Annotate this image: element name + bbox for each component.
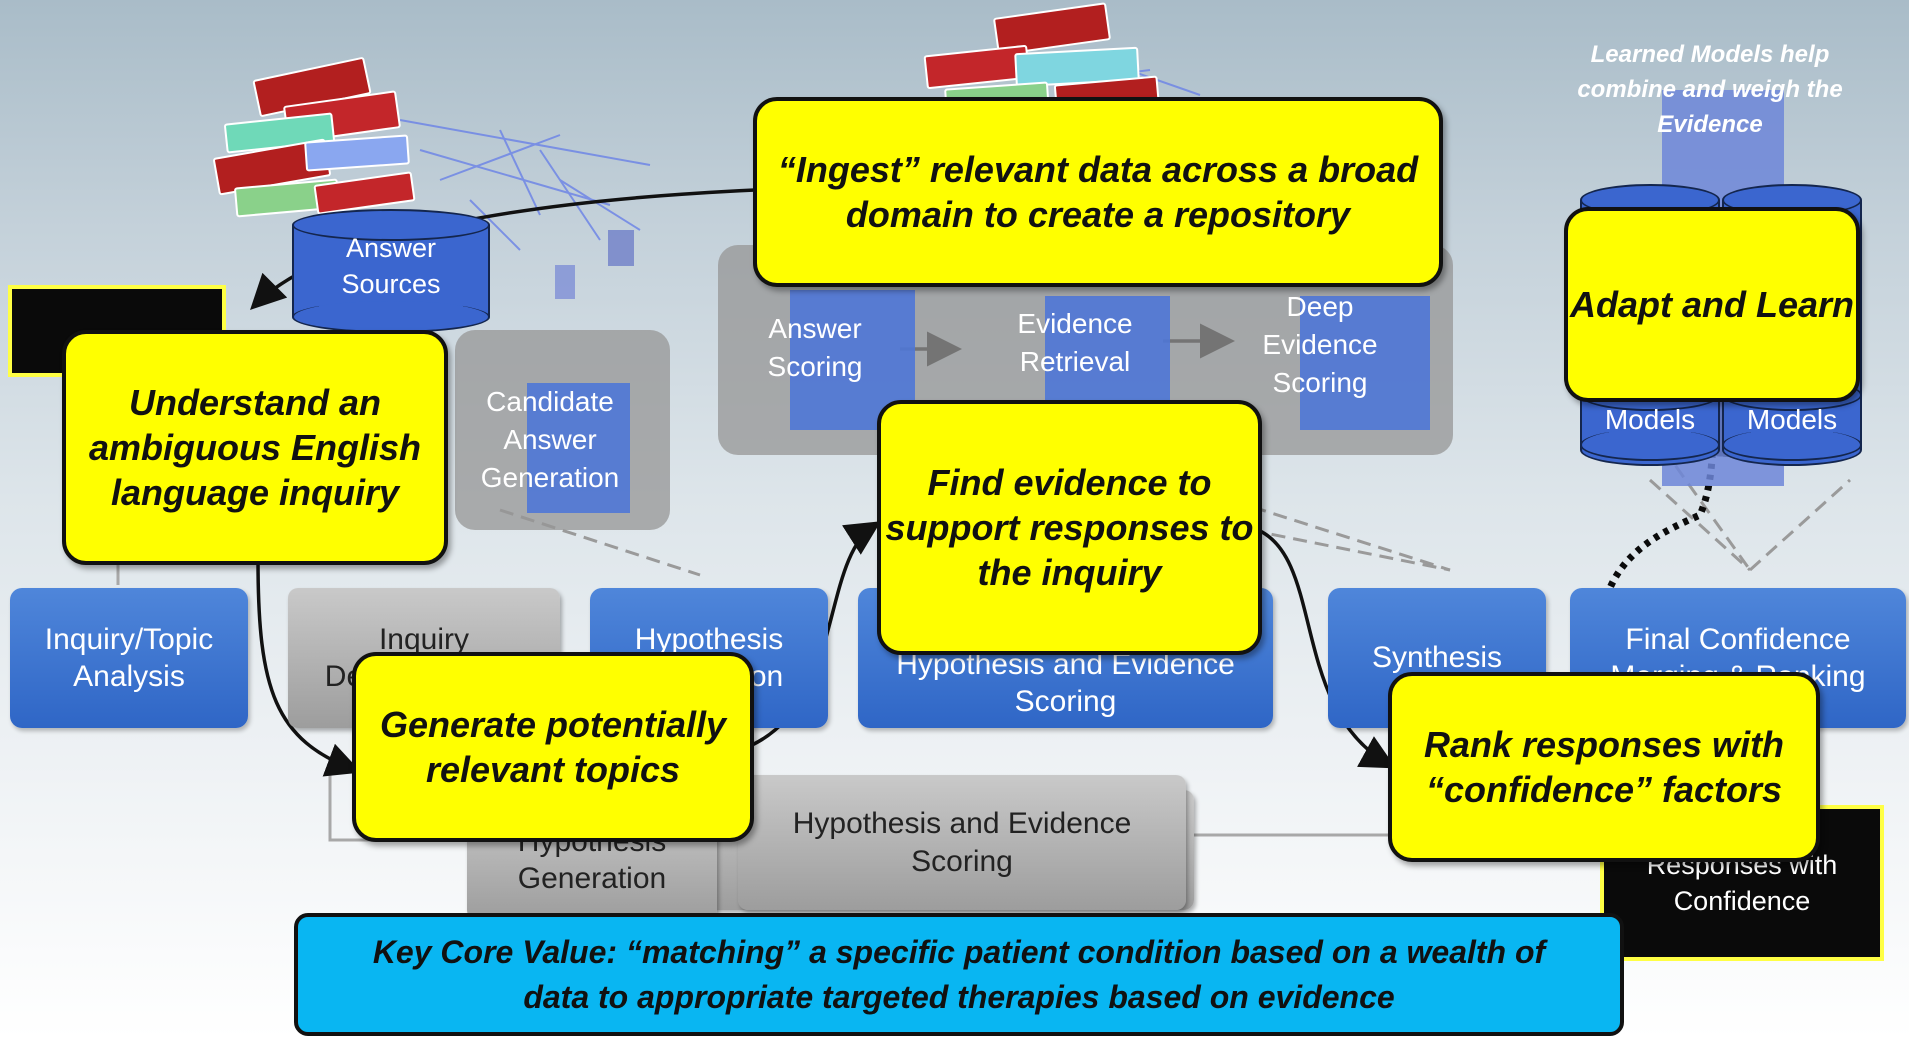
- key-core-value-box: Key Core Value: “matching” a specific pa…: [294, 913, 1624, 1036]
- models-database-1: Models: [1580, 379, 1720, 461]
- models-database-2: Models: [1722, 379, 1862, 461]
- key-core-value-text: Key Core Value: “matching” a specific pa…: [372, 933, 1546, 1015]
- callout-understand: Understand an ambiguous English language…: [62, 330, 448, 565]
- callout-adapt-learn: Adapt and Learn: [1564, 207, 1860, 402]
- answer-scoring-label: Answer Scoring: [767, 312, 863, 382]
- candidate-accent: [527, 383, 630, 513]
- answer-sources-label: Answer Sources: [341, 232, 441, 299]
- callout-find-evidence: Find evidence to support responses to th…: [877, 400, 1262, 655]
- learned-models-caption: Learned Models help combine and weigh th…: [1577, 41, 1843, 138]
- synthesis-label: Synthesis: [1371, 641, 1503, 675]
- answer-sources-database: Answer Sources: [292, 209, 490, 333]
- lower-hypothesis-evidence-scoring-box: Hypothesis and Evidence Scoring: [738, 775, 1186, 910]
- evidence-retrieval-accent: [1045, 296, 1170, 406]
- callout-ingest: “Ingest” relevant data across a broad do…: [753, 97, 1443, 287]
- models-label-1: Models: [1604, 404, 1696, 436]
- inquiry-topic-analysis-label: Inquiry/Topic Analysis: [44, 622, 214, 694]
- callout-generate-topics-text: Generate potentially relevant topics: [379, 704, 727, 790]
- book-stack-icon: [212, 56, 420, 228]
- deep-evidence-accent: [1300, 296, 1430, 430]
- callout-understand-text: Understand an ambiguous English language…: [88, 382, 421, 513]
- candidate-answer-generation-label: Candidate Answer Generation: [480, 386, 620, 493]
- callout-find-evidence-text: Find evidence to support responses to th…: [885, 462, 1254, 593]
- callout-generate-topics: Generate potentially relevant topics: [352, 652, 754, 842]
- callout-rank-responses: Rank responses with “confidence” factors: [1388, 672, 1820, 862]
- lower-hypothesis-evidence-scoring-label: Hypothesis and Evidence Scoring: [792, 807, 1132, 878]
- models-label-2: Models: [1746, 404, 1838, 436]
- inquiry-topic-analysis-box: Inquiry/Topic Analysis: [10, 588, 248, 728]
- callout-rank-responses-text: Rank responses with “confidence” factors: [1423, 724, 1785, 810]
- hypothesis-evidence-scoring-label: Hypothesis and Evidence Scoring: [896, 647, 1235, 719]
- deep-evidence-scoring-label: Deep Evidence Scoring: [1262, 291, 1378, 398]
- callout-ingest-text: “Ingest” relevant data across a broad do…: [777, 149, 1419, 235]
- evidence-retrieval-label: Evidence Retrieval: [1017, 307, 1133, 377]
- callout-adapt-learn-text: Adapt and Learn: [1569, 284, 1855, 325]
